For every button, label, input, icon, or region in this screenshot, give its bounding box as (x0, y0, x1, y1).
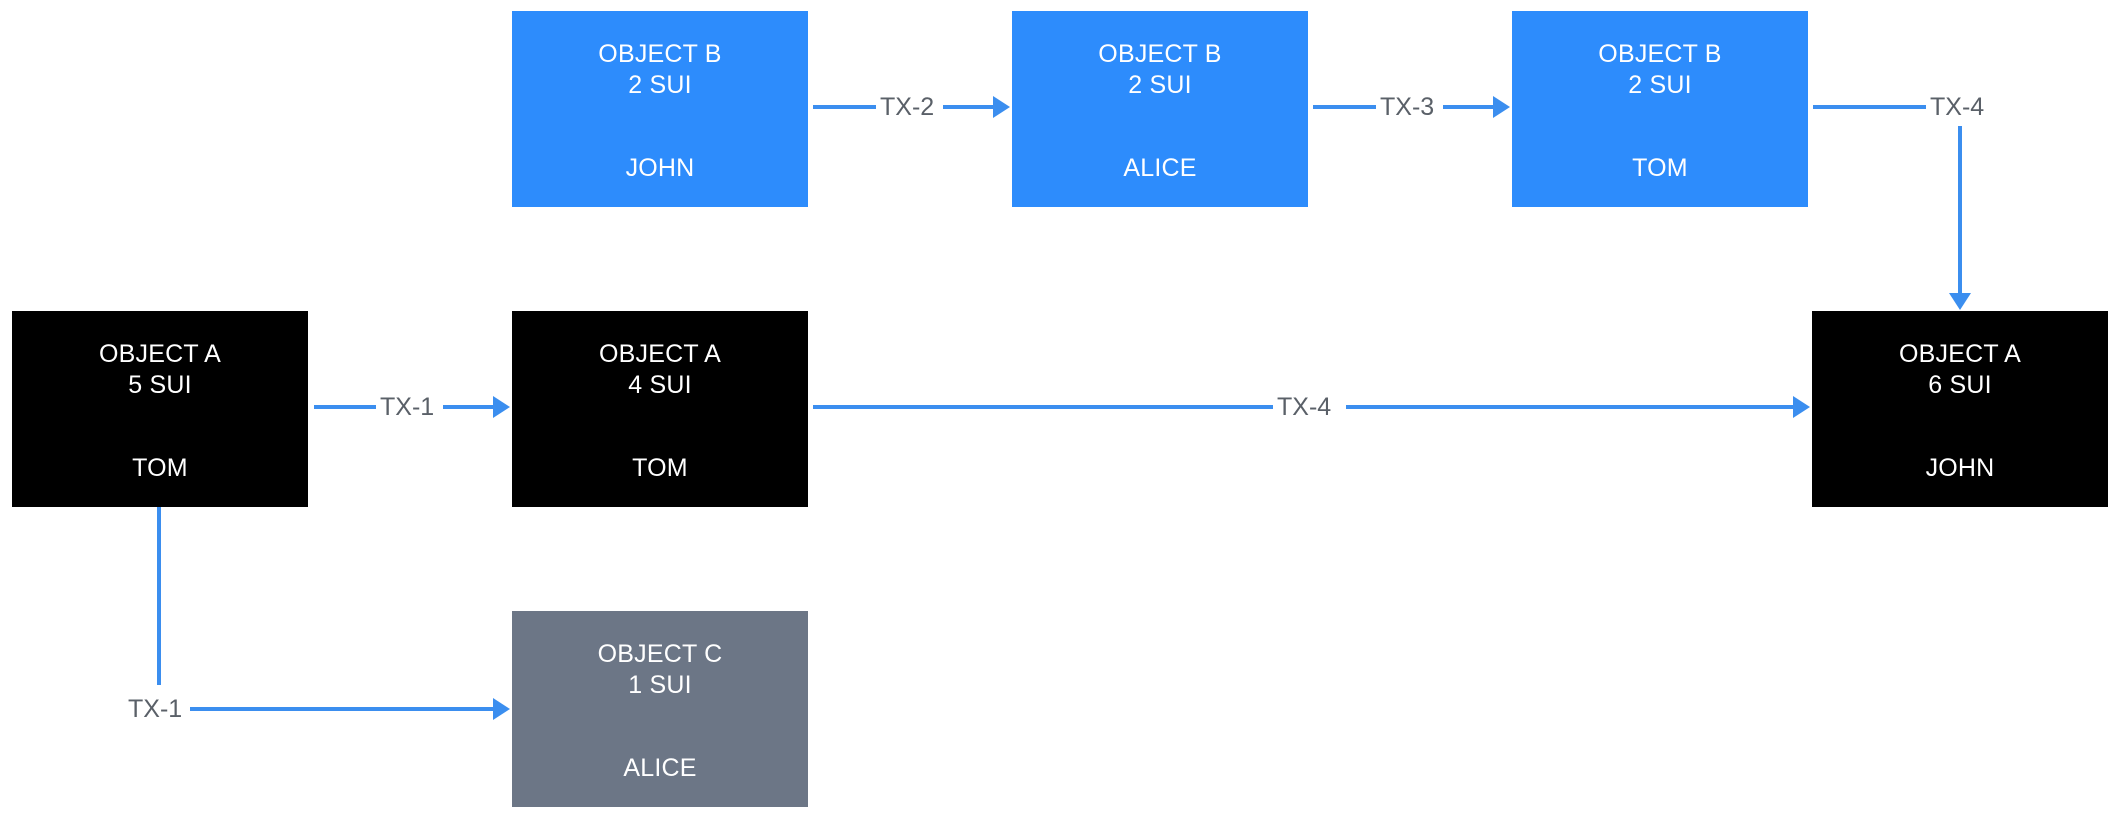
edge-tx1a-line-right (443, 405, 495, 409)
edge-tx1a-line-left (314, 405, 378, 409)
edge-tx4a-arrowhead-icon (1793, 396, 1810, 418)
edge-tx3-line-left (1313, 105, 1378, 109)
edge-tx3-line-right (1443, 105, 1495, 109)
node-object-a-5sui-tom[interactable]: OBJECT A 5 SUI TOM (12, 311, 308, 507)
node-amount: 4 SUI (628, 371, 692, 399)
node-object-b-tom[interactable]: OBJECT B 2 SUI TOM (1512, 11, 1808, 207)
node-title: OBJECT B (598, 40, 722, 68)
edge-tx1a-arrowhead-icon (493, 396, 510, 418)
node-owner: JOHN (1925, 454, 1995, 482)
edge-tx1c-arrowhead-icon (493, 698, 510, 720)
node-title: OBJECT B (1098, 40, 1222, 68)
edge-tx4b-arrowhead-icon (1949, 293, 1971, 310)
node-object-b-alice[interactable]: OBJECT B 2 SUI ALICE (1012, 11, 1308, 207)
node-object-a-4sui-tom[interactable]: OBJECT A 4 SUI TOM (512, 311, 808, 507)
edge-tx2-arrowhead-icon (993, 96, 1010, 118)
edge-label-tx1-c: TX-1 (124, 697, 187, 722)
node-owner: TOM (1632, 154, 1688, 182)
node-amount: 1 SUI (628, 671, 692, 699)
edge-label-tx4-b: TX-4 (1926, 95, 1989, 120)
edge-tx3-arrowhead-icon (1493, 96, 1510, 118)
node-owner: ALICE (1123, 154, 1197, 182)
node-owner: JOHN (625, 154, 695, 182)
edge-tx1c-line-horizontal (190, 707, 495, 711)
edge-tx1c-line-vertical (157, 507, 161, 685)
node-owner: TOM (132, 454, 188, 482)
edge-label-tx2: TX-2 (876, 95, 939, 120)
node-title: OBJECT A (98, 340, 221, 368)
node-title: OBJECT A (598, 340, 721, 368)
edge-tx4a-line-left (813, 405, 1275, 409)
node-amount: 5 SUI (128, 371, 192, 399)
node-object-b-john[interactable]: OBJECT B 2 SUI JOHN (512, 11, 808, 207)
edge-label-tx4-a: TX-4 (1273, 395, 1336, 420)
node-title: OBJECT C (597, 640, 723, 668)
edge-tx4a-line-right (1346, 405, 1796, 409)
edge-label-tx3: TX-3 (1376, 95, 1439, 120)
edge-label-tx1-a: TX-1 (376, 395, 439, 420)
edge-tx4b-line-horizontal (1813, 105, 1928, 109)
node-amount: 2 SUI (1128, 71, 1192, 99)
node-object-a-6sui-john[interactable]: OBJECT A 6 SUI JOHN (1812, 311, 2108, 507)
node-amount: 2 SUI (1628, 71, 1692, 99)
node-amount: 2 SUI (628, 71, 692, 99)
node-title: OBJECT A (1898, 340, 2021, 368)
node-owner: TOM (632, 454, 688, 482)
edge-tx2-line-left (813, 105, 878, 109)
node-object-c-alice[interactable]: OBJECT C 1 SUI ALICE (512, 611, 808, 807)
node-amount: 6 SUI (1928, 371, 1992, 399)
node-title: OBJECT B (1598, 40, 1722, 68)
edge-tx4b-line-vertical (1958, 126, 1962, 295)
node-owner: ALICE (623, 754, 697, 782)
edge-tx2-line-right (943, 105, 995, 109)
